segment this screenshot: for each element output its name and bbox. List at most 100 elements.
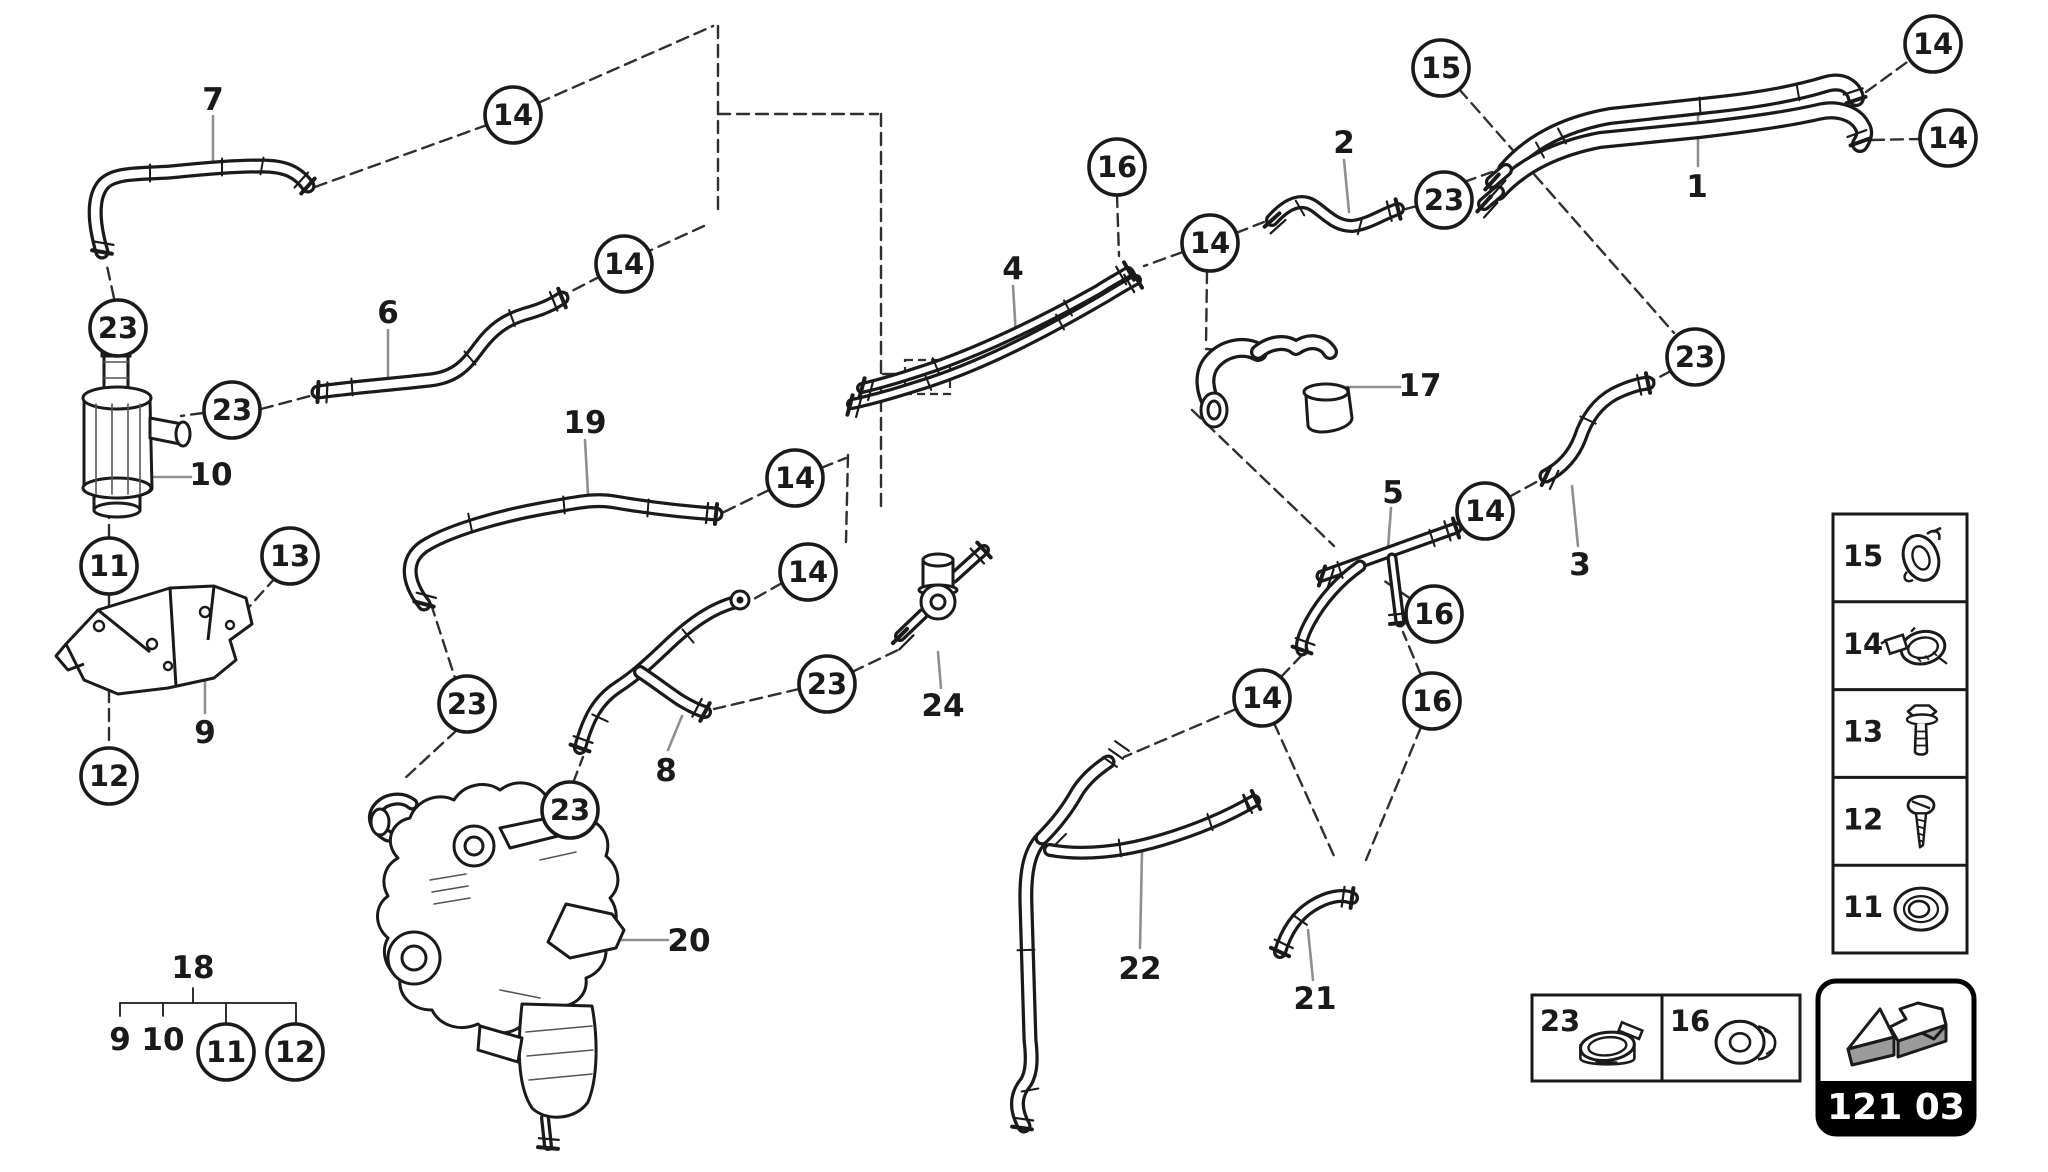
leader-line-21 — [1306, 928, 1315, 982]
callout-23[interactable]: 23 — [1414, 170, 1474, 230]
engine-assembly-20-detail — [539, 851, 577, 861]
end-cap — [1475, 194, 1493, 214]
callout-13[interactable]: 13 — [260, 526, 320, 586]
clamp-tick — [1535, 141, 1545, 159]
callout-circle[interactable] — [594, 234, 654, 294]
bracket-9-hole — [145, 637, 159, 651]
callout-circle[interactable] — [765, 448, 825, 508]
callout-14[interactable]: 14 — [1180, 213, 1240, 273]
callout-14[interactable]: 14 — [778, 542, 838, 602]
callout-23[interactable]: 23 — [202, 380, 262, 440]
hose-22-up-inner — [1037, 757, 1113, 843]
callout-circle[interactable] — [1232, 668, 1292, 728]
hose-22-vert-inner — [1013, 833, 1047, 1131]
callout-circle[interactable] — [202, 380, 262, 440]
part-label-8: 8 — [655, 753, 677, 789]
callout-circle[interactable] — [1411, 38, 1471, 98]
end-cap-band — [969, 547, 986, 565]
callout-circle[interactable] — [1414, 170, 1474, 230]
grommet-big-icon-ellipse — [1728, 1032, 1752, 1053]
hose-1-upper — [1497, 73, 1865, 179]
callout-23[interactable]: 23 — [540, 780, 600, 840]
callout-circle[interactable] — [1180, 213, 1240, 273]
legend-row-15[interactable]: 15 — [1843, 526, 1945, 585]
legend-row-14[interactable]: 14 — [1843, 627, 1948, 668]
callout-16[interactable]: 16 — [1404, 584, 1464, 644]
leader-line-3 — [1570, 484, 1580, 548]
engine-assembly-20-detail — [431, 885, 469, 893]
legend-cell-16[interactable]: 16 — [1670, 1004, 1777, 1065]
engine-assembly-20-path — [476, 1024, 524, 1064]
hose-2 — [1265, 195, 1405, 233]
aux-pump-10-ellipse — [174, 420, 192, 448]
callout-circle[interactable] — [79, 746, 139, 806]
callout-14[interactable]: 14 — [1232, 668, 1292, 728]
callout-11[interactable]: 11 — [196, 1022, 256, 1082]
callout-circle[interactable] — [1402, 671, 1462, 731]
callout-circle[interactable] — [196, 1022, 256, 1082]
callout-circle[interactable] — [1903, 14, 1963, 74]
hose-1-lower-inner — [1492, 104, 1870, 198]
callout-14[interactable]: 14 — [765, 448, 825, 508]
callout-circle[interactable] — [778, 542, 838, 602]
end-cap — [1539, 464, 1553, 488]
dashed-line — [750, 581, 784, 602]
callout-14[interactable]: 14 — [483, 85, 543, 145]
dashed-line — [1272, 721, 1336, 858]
end-cap-band — [1842, 87, 1864, 96]
callout-circle[interactable] — [540, 780, 600, 840]
clamp-spring-icon-path — [1932, 526, 1942, 534]
clamp-tick — [1356, 216, 1364, 236]
callout-14[interactable]: 14 — [1918, 108, 1978, 168]
callout-circle[interactable] — [79, 536, 139, 596]
end-cap-band — [415, 591, 438, 599]
callout-circle[interactable] — [483, 85, 543, 145]
callout-circle[interactable] — [260, 526, 320, 586]
pipe-4-b — [856, 266, 1134, 394]
callout-23[interactable]: 23 — [797, 654, 857, 714]
callout-12[interactable]: 12 — [265, 1022, 325, 1082]
callout-circle[interactable] — [1455, 481, 1515, 541]
end-cap — [1249, 788, 1263, 812]
screw-icon-path — [1911, 800, 1931, 810]
pipe-4-a — [846, 274, 1142, 410]
callout-circle[interactable] — [1404, 584, 1464, 644]
engine-assembly-20-circle — [463, 835, 485, 857]
legend-cell-23[interactable]: 23 — [1540, 1004, 1645, 1066]
clamp-tick — [1020, 1087, 1040, 1093]
callout-circle[interactable] — [265, 1022, 325, 1082]
callout-number: 14 — [1928, 121, 1968, 155]
callout-circle[interactable] — [88, 298, 148, 358]
clamp-tick — [1428, 528, 1436, 548]
callout-15[interactable]: 15 — [1411, 38, 1471, 98]
callout-11[interactable]: 11 — [79, 536, 139, 596]
callout-circle[interactable] — [1087, 137, 1147, 197]
valve-24-ellipse — [921, 552, 955, 568]
callout-23[interactable]: 23 — [1665, 327, 1725, 387]
callout-14[interactable]: 14 — [1455, 481, 1515, 541]
legend-row-11[interactable]: 11 — [1843, 886, 1949, 932]
callout-23[interactable]: 23 — [88, 298, 148, 358]
callout-14[interactable]: 14 — [1903, 14, 1963, 74]
callout-number: 23 — [98, 311, 138, 345]
legend-row-12[interactable]: 12 — [1843, 794, 1936, 849]
leader-line-5 — [1386, 506, 1393, 550]
callout-16[interactable]: 16 — [1087, 137, 1147, 197]
callout-circle[interactable] — [1918, 108, 1978, 168]
callout-12[interactable]: 12 — [79, 746, 139, 806]
clamp-tick — [350, 377, 354, 397]
callout-23[interactable]: 23 — [437, 674, 497, 734]
callout-circle[interactable] — [1665, 327, 1725, 387]
end-cap-band — [1273, 938, 1294, 950]
clamp-tick — [562, 495, 566, 515]
callout-14[interactable]: 14 — [594, 234, 654, 294]
callout-16[interactable]: 16 — [1402, 671, 1462, 731]
end-cap — [1290, 644, 1314, 656]
callout-circle[interactable] — [437, 674, 497, 734]
engine-assembly-20-detail — [499, 989, 541, 999]
callout-circle[interactable] — [797, 654, 857, 714]
bolt-hex-icon-path — [1915, 730, 1927, 747]
legend-row-13[interactable]: 13 — [1843, 704, 1939, 756]
